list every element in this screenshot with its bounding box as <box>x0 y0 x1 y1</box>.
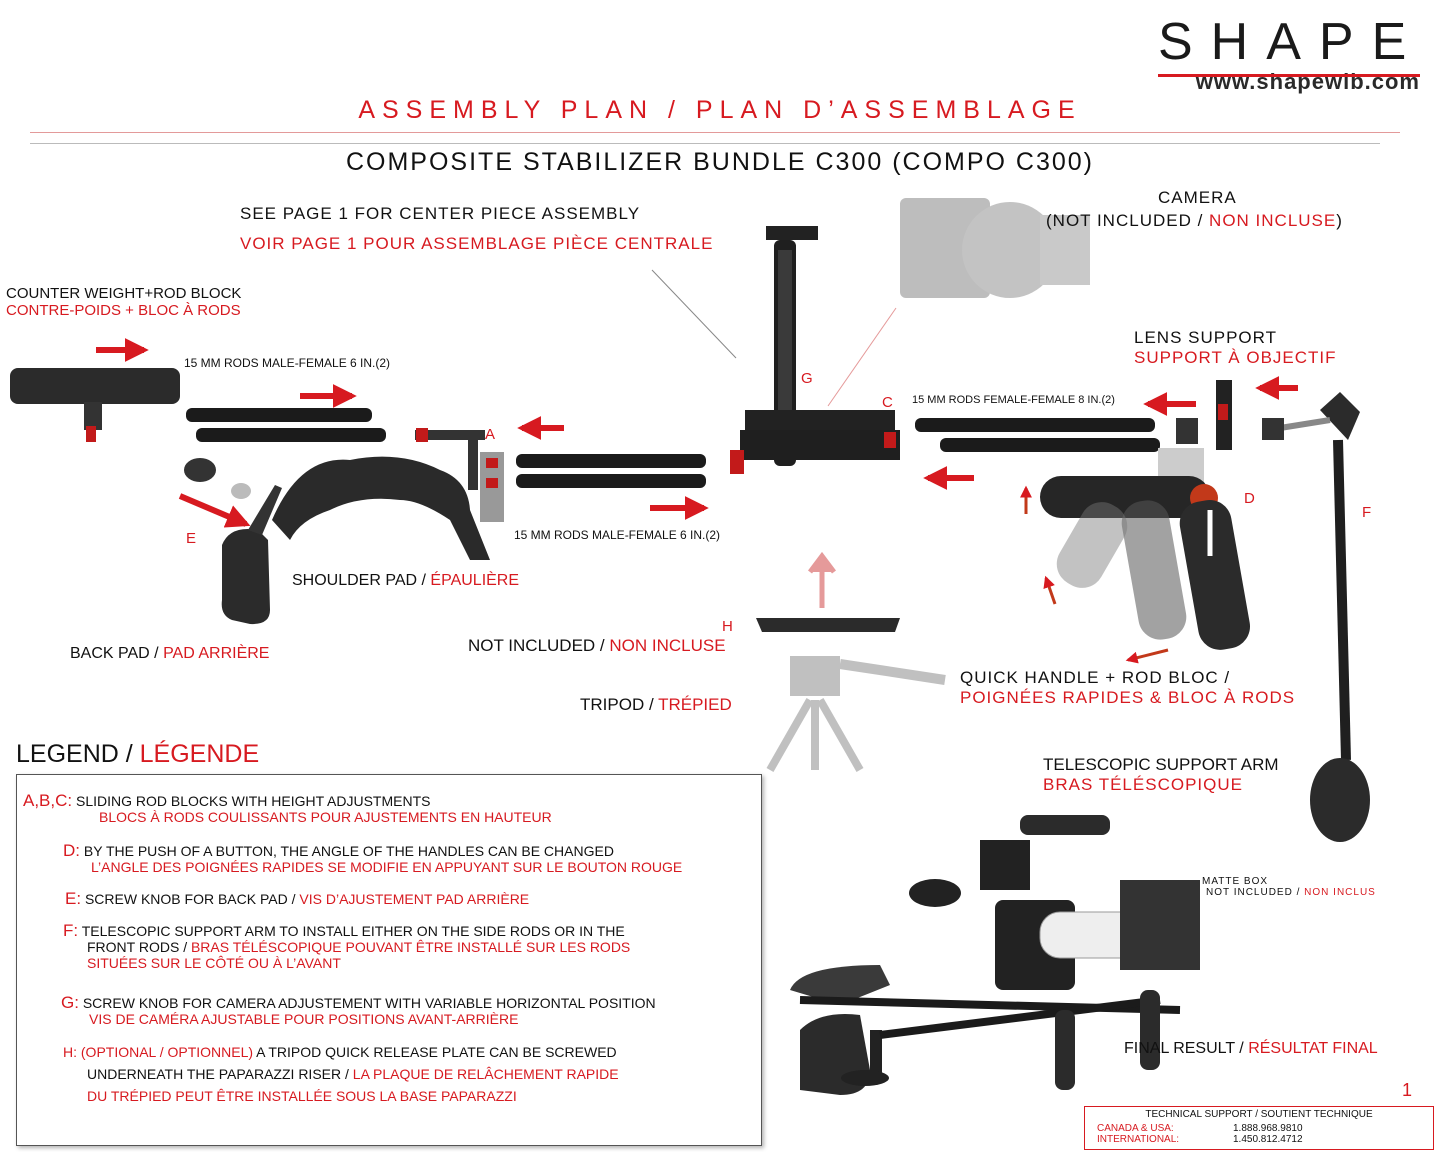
callout-g: G <box>801 370 813 387</box>
counter-weight <box>10 368 180 442</box>
tripod-label: TRIPOD / TRÉPIED <box>580 695 732 714</box>
page-subtitle: COMPOSITE STABILIZER BUNDLE C300 (COMPO … <box>345 148 1095 176</box>
title-rule <box>30 132 1400 133</box>
final-result-rig <box>790 815 1200 1095</box>
support-phone-2: 1.450.812.4712 <box>1233 1134 1303 1145</box>
legend-title: LEGEND / LÉGENDE <box>16 740 260 768</box>
rods-top-left-label: 15 MM RODS MALE-FEMALE 6 IN.(2) <box>184 356 391 370</box>
camera-note: (NOT INCLUDED / NON INCLUSE) <box>1046 211 1343 230</box>
shoulder-pad <box>272 428 504 560</box>
legend-item-h: H: (OPTIONAL / OPTIONNEL) A TRIPOD QUICK… <box>63 1044 619 1104</box>
legend-item-f: F: TELESCOPIC SUPPORT ARM TO INSTALL EIT… <box>63 921 631 971</box>
legend-box: A,B,C: SLIDING ROD BLOCKS WITH HEIGHT AD… <box>16 774 762 1146</box>
legend-item-g: G: SCREW KNOB FOR CAMERA ADJUSTEMENT WIT… <box>61 993 656 1027</box>
brand-name: SHAPE <box>1158 13 1425 71</box>
legend-item-d: D: BY THE PUSH OF A BUTTON, THE ANGLE OF… <box>63 841 683 875</box>
support-region-2: INTERNATIONAL: <box>1097 1134 1180 1145</box>
see-page-label-fr: VOIR PAGE 1 POUR ASSEMBLAGE PIÈCE CENTRA… <box>240 234 714 253</box>
support-region-1: CANADA & USA: <box>1097 1123 1174 1134</box>
callout-a: A <box>485 426 496 443</box>
see-page-label: SEE PAGE 1 FOR CENTER PIECE ASSEMBLY <box>240 204 641 223</box>
counter-weight-label-fr: CONTRE-POIDS + BLOC À RODS <box>6 302 241 319</box>
quick-handle-label: QUICK HANDLE + ROD BLOC / <box>960 668 1231 687</box>
callout-f: F <box>1362 504 1372 521</box>
tripod-ghost <box>766 656 946 772</box>
page-number: 1 <box>1402 1080 1413 1100</box>
legend-item-abc: A,B,C: SLIDING ROD BLOCKS WITH HEIGHT AD… <box>23 791 552 825</box>
callout-e: E <box>186 530 197 547</box>
camera-label: CAMERA <box>1158 188 1237 207</box>
tele-arm-label-fr: BRAS TÉLÉSCOPIQUE <box>1043 775 1243 794</box>
callout-c: C <box>882 394 893 411</box>
back-pad-label: BACK PAD / PAD ARRIÈRE <box>70 645 270 662</box>
support-phone-1: 1.888.968.9810 <box>1233 1123 1303 1134</box>
not-included-label: NOT INCLUDED / NON INCLUSE <box>468 636 726 655</box>
shoulder-pad-label: SHOULDER PAD / ÉPAULIÈRE <box>292 572 520 589</box>
tele-arm-label: TELESCOPIC SUPPORT ARM <box>1043 755 1279 774</box>
camera-ghost <box>900 198 1090 298</box>
lens-support-label-fr: SUPPORT À OBJECTIF <box>1134 348 1337 367</box>
callout-d: D <box>1244 490 1255 507</box>
lens-support-label: LENS SUPPORT <box>1134 328 1278 347</box>
brand-website: www.shapewlb.com <box>1195 69 1420 94</box>
counter-weight-label: COUNTER WEIGHT+ROD BLOCK <box>6 285 242 302</box>
legend-item-e: E: SCREW KNOB FOR BACK PAD / VIS D’AJUST… <box>65 889 530 908</box>
lens-support <box>1176 380 1232 450</box>
back-pad-knob <box>184 458 251 499</box>
page-title: ASSEMBLY PLAN / PLAN D’ASSEMBLAGE <box>358 96 1082 124</box>
support-box: TECHNICAL SUPPORT / SOUTIENT TECHNIQUE C… <box>1084 1106 1434 1150</box>
rods-bottom-label: 15 MM RODS MALE-FEMALE 6 IN.(2) <box>514 528 721 542</box>
back-pad <box>221 485 282 625</box>
rods-top-left <box>186 408 386 442</box>
brand-logo: SHAPE www.shapewlb.com <box>1158 14 1420 94</box>
callout-h: H <box>722 618 733 635</box>
rods-right-label: 15 MM RODS FEMALE-FEMALE 8 IN.(2) <box>912 394 1115 406</box>
tripod-plate <box>756 618 900 632</box>
support-title: TECHNICAL SUPPORT / SOUTIENT TECHNIQUE <box>1145 1109 1373 1120</box>
arrow-icon <box>808 551 836 608</box>
telescopic-arm <box>1262 392 1370 842</box>
quick-handles <box>1040 448 1251 650</box>
brand-underline <box>1158 74 1420 77</box>
arrow-icon <box>96 338 1298 528</box>
subtitle-rule <box>30 143 1380 144</box>
paparazzi-riser <box>730 226 900 474</box>
rods-center-left <box>516 454 706 488</box>
quick-handle-label-fr: POIGNÉES RAPIDES & BLOC À RODS <box>960 688 1296 707</box>
arrow-icon <box>1020 485 1169 664</box>
final-result-label: FINAL RESULT / RÉSULTAT FINAL <box>1124 1040 1378 1057</box>
matte-box-label: MATTE BOX <box>1202 876 1269 887</box>
matte-box-note: NOT INCLUDED / NON INCLUS <box>1206 887 1376 898</box>
rods-right <box>915 418 1160 452</box>
